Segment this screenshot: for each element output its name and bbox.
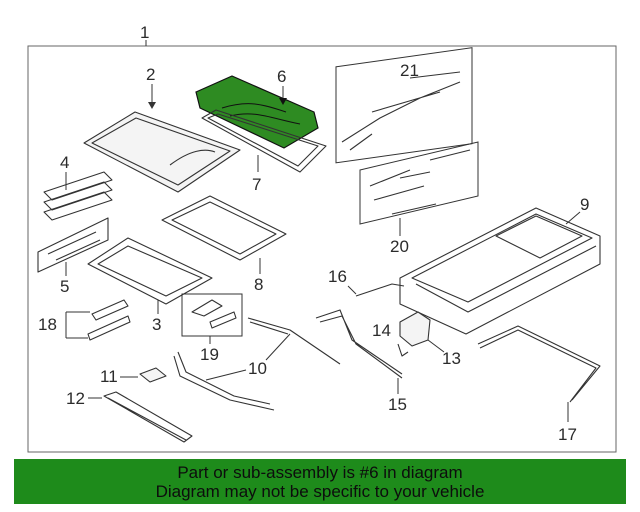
- part-19-clips[interactable]: [191, 299, 237, 329]
- part-20-mechanism[interactable]: [369, 149, 471, 215]
- leader-9: [565, 211, 581, 225]
- callout-3: 3: [152, 315, 161, 334]
- part-12-drain-rail[interactable]: [103, 391, 193, 443]
- part-10-rail[interactable]: [173, 317, 341, 411]
- callout-1: 1: [140, 23, 149, 42]
- part-20-box: [359, 141, 479, 225]
- part-18-brackets[interactable]: [87, 299, 131, 341]
- part-4-deflector[interactable]: [43, 171, 113, 221]
- callout-21: 21: [400, 61, 419, 80]
- callout-19: 19: [200, 345, 219, 364]
- part-8-frame[interactable]: [161, 195, 287, 261]
- callout-13: 13: [442, 349, 461, 368]
- callout-5: 5: [60, 277, 69, 296]
- callout-9: 9: [580, 195, 589, 214]
- banner-line-2: Diagram may not be specific to your vehi…: [155, 481, 485, 501]
- callout-16: 16: [328, 267, 347, 286]
- part-17-drain-hose[interactable]: [477, 325, 601, 403]
- callout-20: 20: [390, 237, 409, 256]
- leader-16: [347, 285, 357, 295]
- part-21-box: [335, 47, 473, 164]
- callout-12: 12: [66, 389, 85, 408]
- callout-10: 10: [248, 359, 267, 378]
- part-7-seal[interactable]: [201, 109, 327, 173]
- part-5-guide[interactable]: [37, 217, 109, 273]
- assembly-frame: [27, 45, 617, 453]
- part-15-drain-tube[interactable]: [315, 309, 403, 379]
- leader-13: [427, 339, 445, 353]
- leader-10: [205, 369, 247, 381]
- part-21-cables[interactable]: [341, 71, 461, 151]
- callout-18: 18: [38, 315, 57, 334]
- callout-7: 7: [252, 175, 261, 194]
- part-14-clip[interactable]: [397, 343, 409, 357]
- callout-17: 17: [558, 425, 577, 444]
- callout-11: 11: [100, 367, 118, 386]
- part-9-housing[interactable]: [399, 207, 601, 335]
- part-19-box: [181, 293, 243, 337]
- part-6-highlight: [195, 75, 319, 149]
- part-16-tube[interactable]: [355, 283, 405, 297]
- banner-line-1: Part or sub-assembly is #6 in diagram: [177, 462, 463, 482]
- part-11-pad[interactable]: [139, 367, 167, 383]
- callout-14: 14: [372, 321, 391, 340]
- part-2-glass-panel[interactable]: [83, 111, 241, 193]
- info-banner: Part or sub-assembly is #6 in diagram Di…: [14, 459, 626, 504]
- callout-15: 15: [388, 395, 407, 414]
- callout-8: 8: [254, 275, 263, 294]
- part-3-shade-frame[interactable]: [87, 237, 213, 305]
- part-13-motor[interactable]: [399, 311, 431, 347]
- part-6-sunshade[interactable]: [195, 75, 319, 149]
- callout-6: 6: [277, 67, 286, 86]
- parts-diagram: 1 2 6 7 4 5 8 3 18 19: [27, 23, 617, 453]
- callout-2: 2: [146, 65, 155, 84]
- callout-4: 4: [60, 153, 69, 172]
